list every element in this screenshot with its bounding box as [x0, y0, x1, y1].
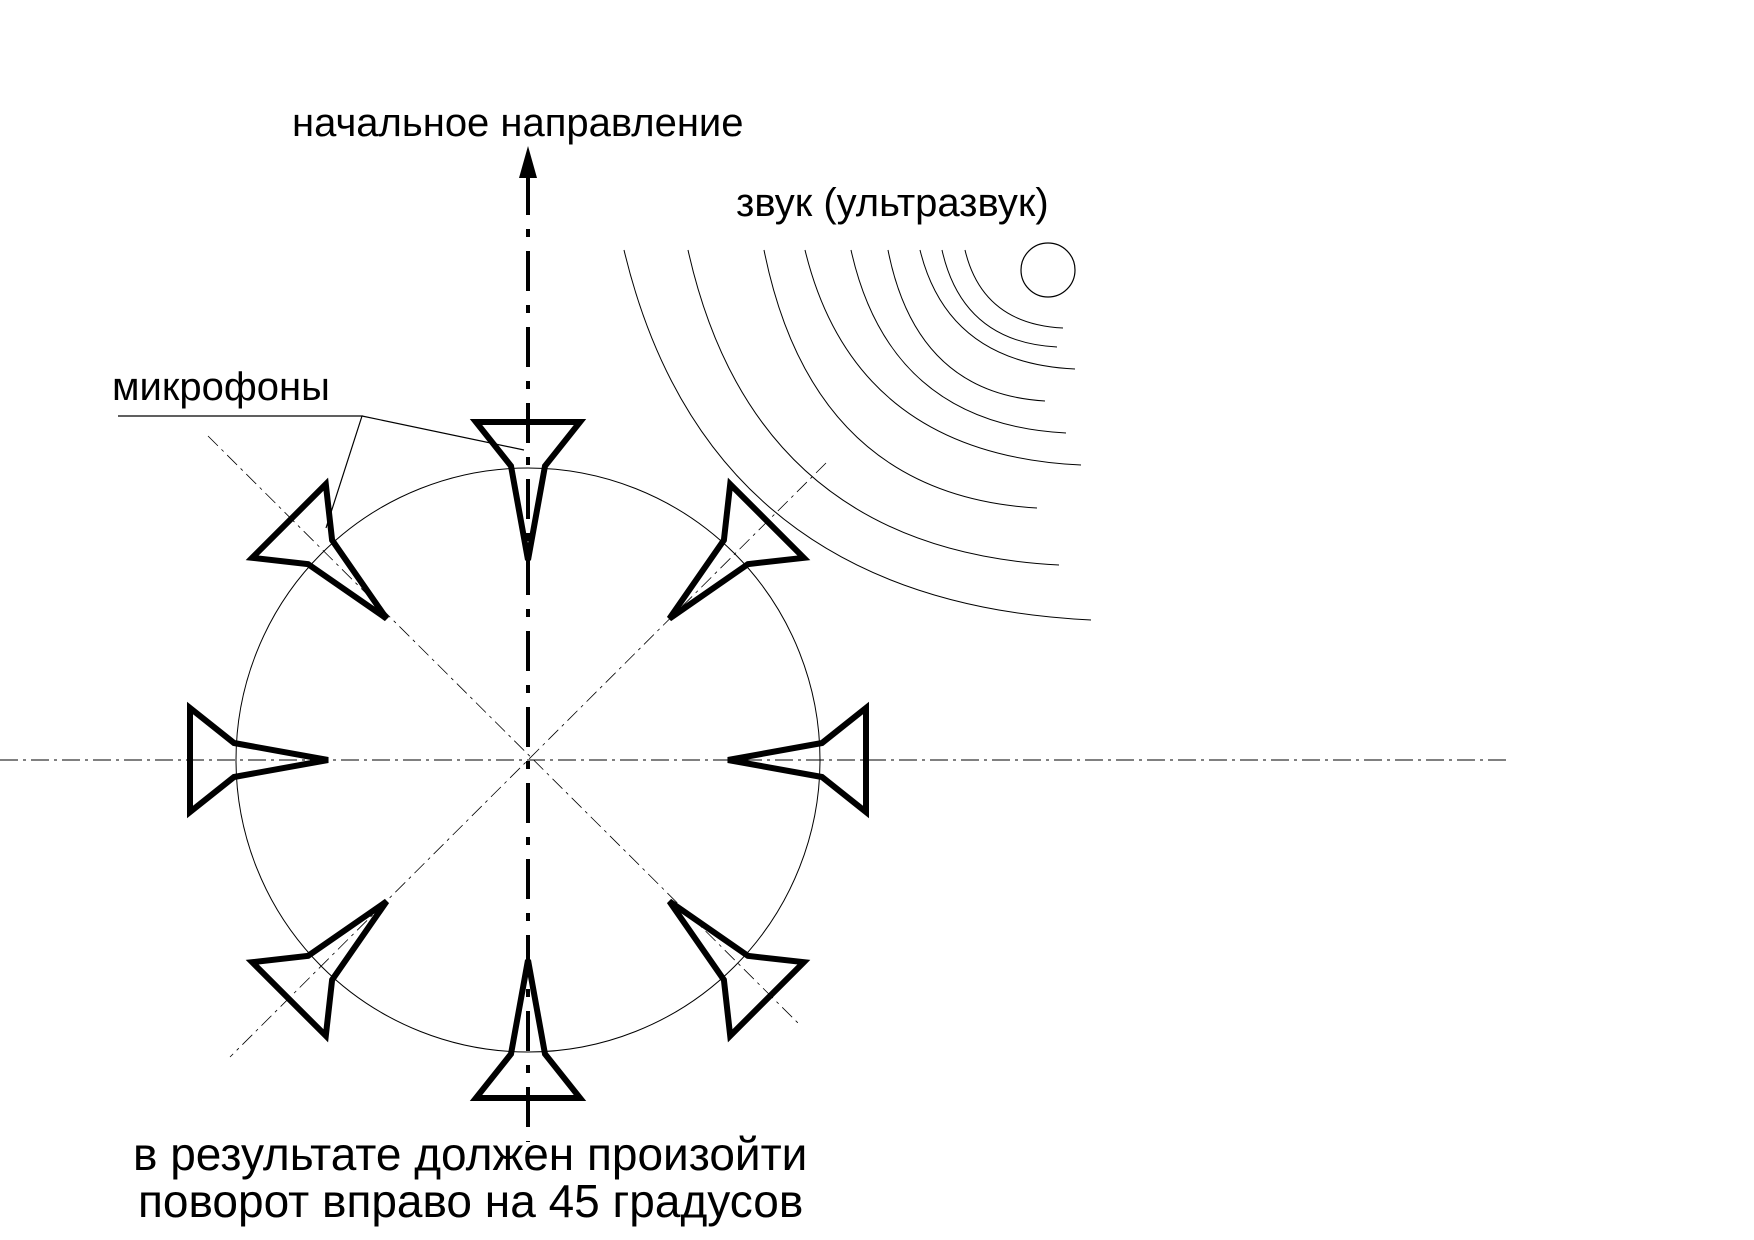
microphone-icon — [187, 701, 329, 819]
sound-wave-arc — [763, 249, 1038, 509]
microphone-icon — [245, 898, 390, 1043]
sound-wave-arc — [804, 249, 1082, 466]
microphones-leader-line — [118, 415, 525, 529]
sound-wave-arc — [623, 249, 1092, 621]
sound-wave-arc — [964, 249, 1064, 329]
sound-wave-arc — [850, 249, 1067, 434]
microphone-icon — [245, 477, 390, 622]
center-axes — [0, 435, 1510, 1058]
sound-wave-arc — [941, 249, 1058, 348]
microphones-label: микрофоны — [112, 365, 330, 409]
microphone-icon — [727, 701, 869, 819]
microphone-icon — [469, 959, 587, 1101]
sound-source-icon — [1020, 242, 1076, 298]
diagonal-axis-line — [229, 462, 827, 1058]
microphones-group — [187, 419, 869, 1101]
sound-wave-arc — [687, 249, 1060, 566]
result-line-2: поворот вправо на 45 градусов — [138, 1175, 804, 1227]
sound-label: звук (ультразвук) — [736, 181, 1049, 225]
robot-body-circle — [235, 467, 821, 1053]
initial-direction-arrowhead-icon — [519, 146, 537, 178]
diagonal-axis-line — [207, 435, 801, 1026]
microphone-icon — [469, 419, 587, 561]
microphone-icon — [666, 477, 811, 622]
sound-waves — [623, 249, 1092, 621]
microphone-icon — [666, 898, 811, 1043]
sound-wave-arc — [887, 249, 1046, 402]
initial-direction-label: начальное направление — [292, 101, 744, 145]
result-line-1: в результате должен произойти — [133, 1128, 808, 1180]
sound-wave-arc — [919, 249, 1076, 370]
